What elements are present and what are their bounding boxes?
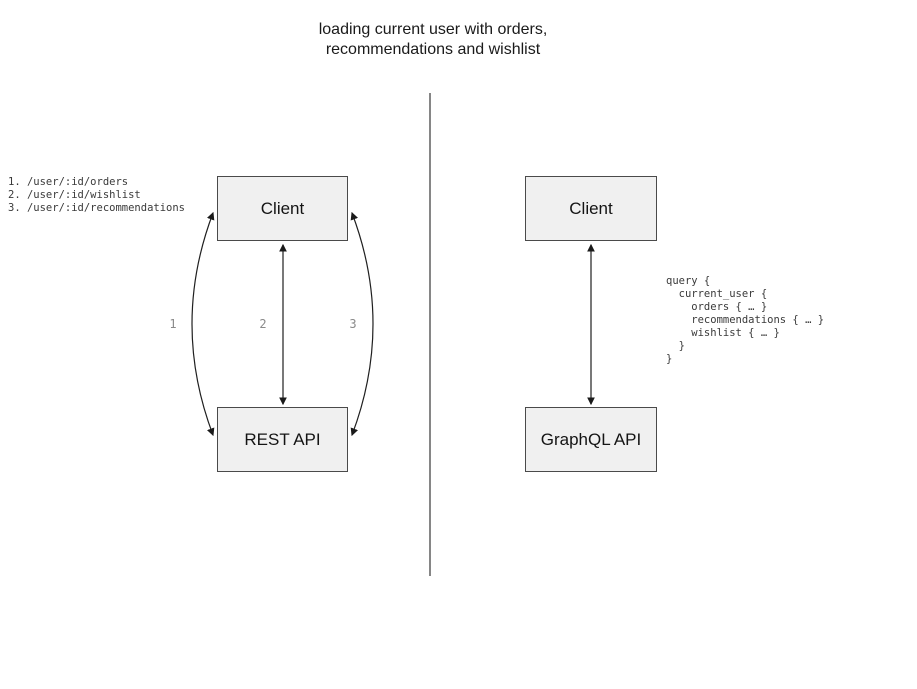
node-rest-api: REST API [217, 407, 348, 472]
node-graphql-api: GraphQL API [525, 407, 657, 472]
rest-request-arrow-1 [191, 211, 215, 437]
node-client-rest: Client [217, 176, 348, 241]
graphql-query-snippet: query { current_user { orders { … } reco… [666, 275, 825, 365]
node-client-graphql: Client [525, 176, 657, 241]
request-label-1: 1 [169, 317, 177, 331]
diagram-title: loading current user with orders, recomm… [318, 21, 548, 58]
rest-endpoints-list: 1. /user/:id/orders 2. /user/:id/wishlis… [8, 176, 186, 214]
request-label-3: 3 [349, 317, 357, 331]
rest-request-arrow-3 [350, 211, 374, 437]
request-label-2: 2 [259, 317, 267, 331]
